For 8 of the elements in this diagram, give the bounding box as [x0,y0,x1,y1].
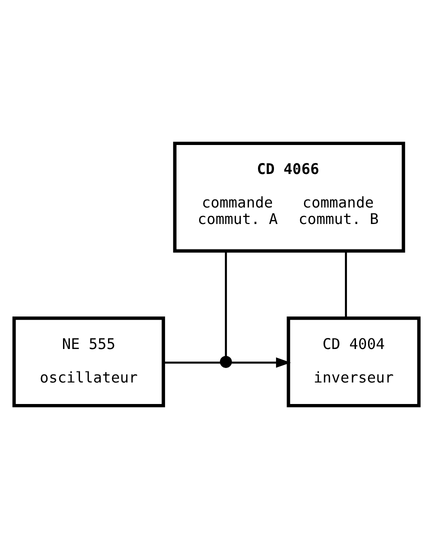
arrow [230,356,291,368]
node-circle [220,355,232,368]
connector [224,250,227,357]
node-box: CD 4004 inverseur [286,316,421,407]
connector [344,250,347,318]
node-box: CD 4066 commande commut. A commande commut. B [173,141,406,252]
node-box: NE 555 oscillateur [12,316,166,407]
connector [164,361,222,364]
